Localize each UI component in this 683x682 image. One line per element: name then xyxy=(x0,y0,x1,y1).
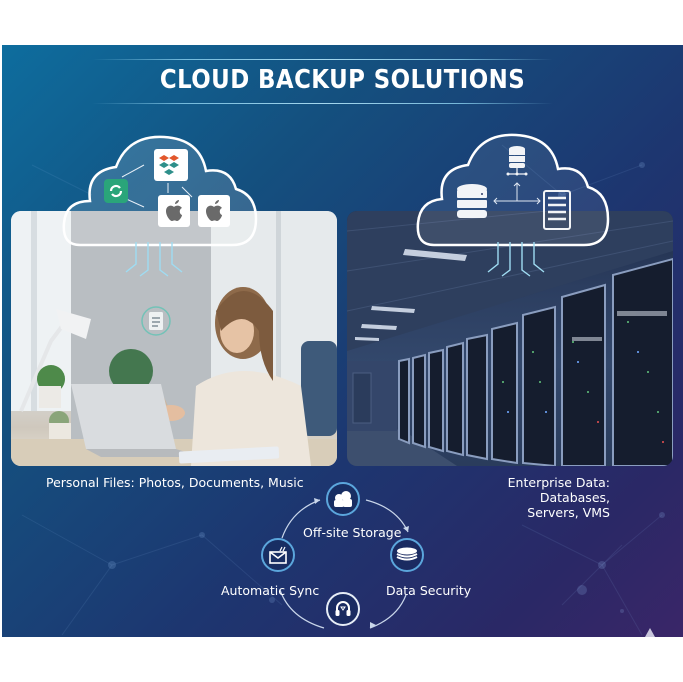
personal-files-caption: Personal Files: Photos, Documents, Music xyxy=(46,475,304,490)
disk-stack-icon xyxy=(396,547,418,561)
page-title: CLOUD BACKUP SOLUTIONS xyxy=(159,65,526,95)
feature-cycle-diagram: Off-site Storage Data Security xyxy=(202,470,482,635)
cycle-arrows xyxy=(279,498,409,629)
personal-cloud-diagram xyxy=(62,135,258,247)
enterprise-connector-lines xyxy=(487,242,545,277)
apple-icon xyxy=(158,195,190,227)
corner-watermark-icon xyxy=(645,628,655,637)
title-rule-bottom xyxy=(92,103,553,104)
automatic-sync-node xyxy=(261,538,295,572)
enterprise-cloud-diagram xyxy=(416,133,610,247)
feature-label-off-site-storage: Off-site Storage xyxy=(303,525,402,540)
enterprise-data-caption: Enterprise Data: Databases, Servers, VMS xyxy=(448,475,610,520)
personal-scene-illustration xyxy=(11,211,337,466)
title-area: CLOUD BACKUP SOLUTIONS xyxy=(2,57,683,104)
feature-label-data-security: Data Security xyxy=(386,583,472,598)
off-site-storage-node xyxy=(326,482,360,516)
envelope-sync-icon xyxy=(269,546,287,564)
database-network-icon xyxy=(506,146,528,176)
infographic-banner: CLOUD BACKUP SOLUTIONS xyxy=(2,45,683,637)
headset-support-icon xyxy=(335,601,351,616)
datacenter-scene-illustration xyxy=(347,211,673,466)
feature-label-automatic-sync: Automatic Sync xyxy=(221,583,320,598)
data-security-node xyxy=(390,538,424,572)
enterprise-caption-line2: Servers, VMS xyxy=(527,505,610,520)
personal-connector-lines xyxy=(125,242,183,277)
personal-photo-panel xyxy=(11,211,337,466)
sync-app-icon xyxy=(104,179,128,203)
apple-icon xyxy=(198,195,230,227)
cloud-storage-icon xyxy=(334,491,352,507)
floating-document-icon xyxy=(141,306,171,336)
database-icon xyxy=(457,184,487,218)
title-rule-top xyxy=(92,59,553,60)
enterprise-caption-line1: Enterprise Data: Databases, xyxy=(507,475,610,505)
dropbox-icon xyxy=(154,149,188,181)
enterprise-photo-panel xyxy=(347,211,673,466)
server-rack-icon xyxy=(543,190,571,230)
support-node xyxy=(326,592,360,626)
